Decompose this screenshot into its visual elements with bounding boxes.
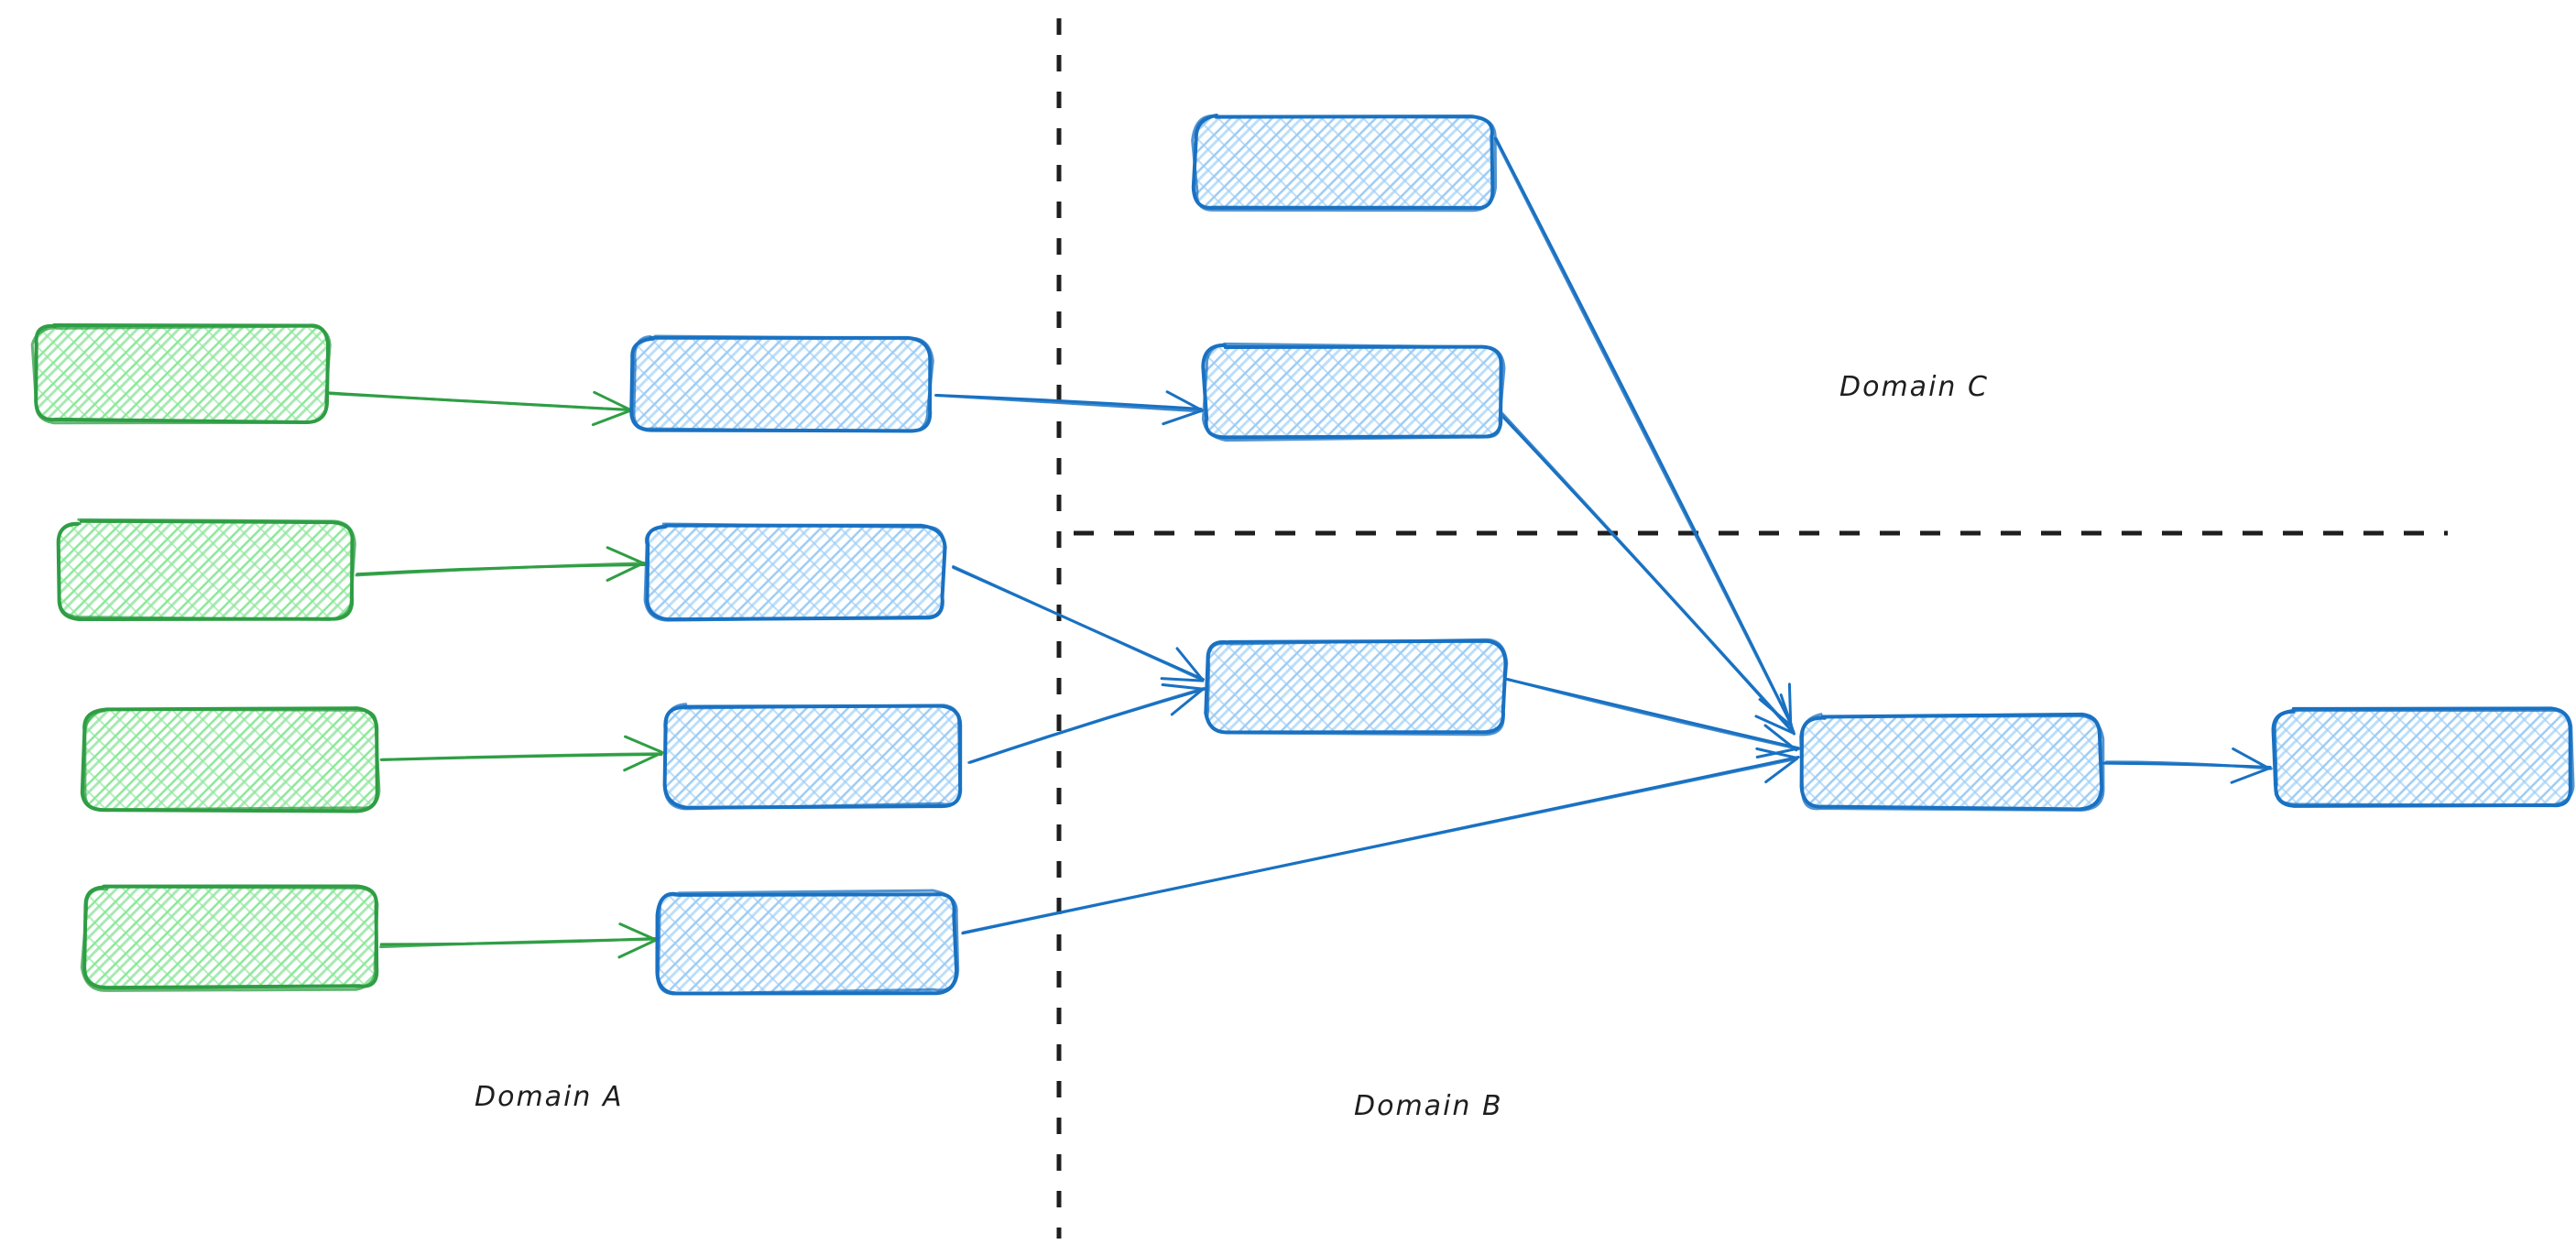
- green-node-1[interactable]: [30, 323, 332, 425]
- blue-node-b2[interactable]: [1201, 342, 1506, 442]
- edge-green1-to-bluea1: [327, 390, 632, 427]
- blue-node-b3[interactable]: [1204, 638, 1509, 737]
- edge-blueb1-to-bluec1: [1493, 136, 1793, 726]
- edge-green3-to-bluea3: [379, 735, 664, 772]
- edge-bluea1-to-blueb2: [933, 390, 1205, 426]
- edge-green2-to-bluea2: [355, 546, 648, 582]
- blue-node-c2[interactable]: [2271, 706, 2575, 808]
- blue-node-a2[interactable]: [643, 522, 947, 622]
- edge-bluea2-to-blueb3: [952, 564, 1205, 682]
- green-node-3[interactable]: [80, 706, 381, 813]
- green-node-4[interactable]: [80, 884, 379, 992]
- domain-b-label: Domain B: [1354, 1090, 1503, 1122]
- edge-bluea4-to-bluec1: [961, 747, 1800, 935]
- edge-green4-to-bluea4: [379, 922, 659, 959]
- edge-bluec1-to-bluec2: [2101, 747, 2273, 784]
- green-node-2[interactable]: [56, 518, 356, 622]
- blue-node-a1[interactable]: [629, 334, 934, 433]
- blue-node-a4[interactable]: [655, 889, 960, 996]
- edge-bluea3-to-blueb3: [967, 682, 1206, 764]
- blue-node-a3[interactable]: [662, 703, 963, 811]
- edge-blueb2-to-bluec1: [1500, 411, 1796, 736]
- domain-c-label: Domain C: [1839, 371, 1989, 403]
- divider-layer: [1056, 18, 2448, 1239]
- blue-node-c1[interactable]: [1799, 712, 2105, 812]
- edge-blueb3-to-bluec1: [1504, 677, 1800, 758]
- blue-node-b1[interactable]: [1191, 114, 1498, 213]
- domain-a-label: Domain A: [475, 1081, 624, 1113]
- node-layer: [30, 114, 2575, 996]
- edge-layer: [327, 136, 2273, 959]
